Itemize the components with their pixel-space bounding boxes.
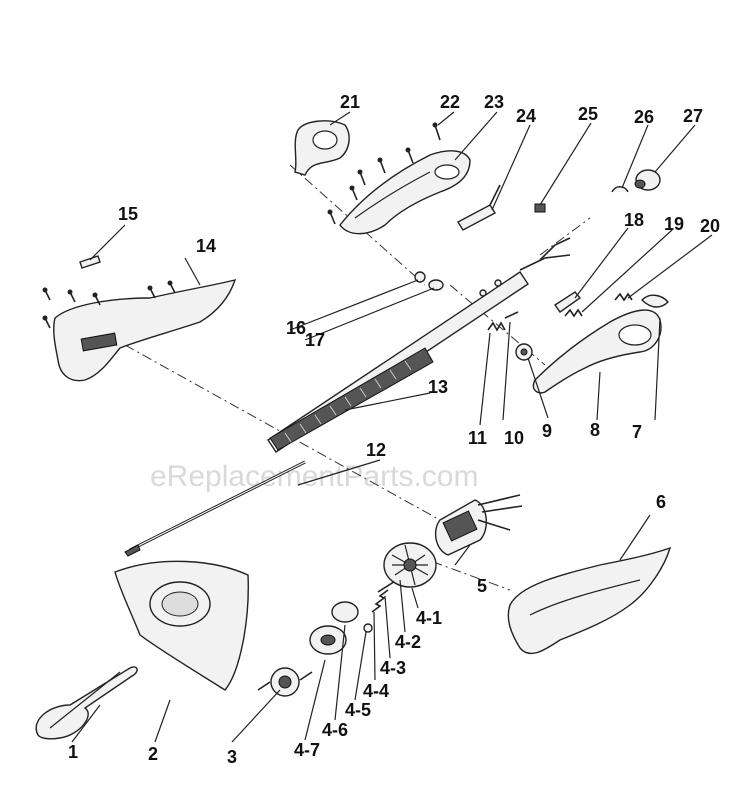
part-24-switch-plate [457, 184, 501, 231]
part-4-1-motor [434, 494, 523, 556]
part-1-wire-guard [35, 666, 138, 740]
part-16-washer [414, 271, 426, 283]
part-17-bushing [428, 279, 444, 291]
part-21-front-handle-clamp [294, 120, 350, 176]
part-13-tube [267, 271, 529, 453]
label-4-3: 4-3 [380, 658, 406, 678]
label-5: 5 [477, 576, 487, 596]
part-13-spring-section [269, 347, 434, 451]
label-12: 12 [366, 440, 386, 460]
label-15: 15 [118, 204, 138, 224]
part-2-blade-guard [114, 560, 249, 691]
part-20-spring [614, 292, 633, 302]
part-4-6-spool-base [331, 601, 359, 623]
label-14: 14 [196, 236, 216, 256]
label-11: 11 [468, 428, 487, 448]
label-13: 13 [428, 377, 448, 397]
part-4-4-spring [371, 589, 389, 613]
label-23: 23 [484, 92, 504, 112]
label-4-7: 4-7 [294, 740, 320, 760]
part-18-switch [554, 291, 582, 313]
label-6: 6 [656, 492, 666, 512]
label-22: 22 [440, 92, 460, 112]
label-4-6: 4-6 [322, 720, 348, 740]
housing-screws [42, 280, 176, 329]
label-7: 7 [632, 422, 642, 442]
part-6-motor-housing [507, 546, 672, 655]
part-11-spring [487, 321, 506, 332]
handle-screws [327, 122, 441, 225]
label-19: 19 [664, 214, 684, 234]
label-25: 25 [578, 104, 598, 124]
part-9-nut [515, 343, 533, 361]
label-4-2: 4-2 [395, 632, 421, 652]
part-labels: 1 2 3 4-7 4-6 4-5 4-4 4-3 4-2 4-1 5 6 7 … [68, 92, 720, 767]
part-10-screw [504, 311, 519, 319]
label-1: 1 [68, 742, 78, 762]
part-12-drive-shaft [124, 460, 306, 557]
part-25-screw [534, 203, 546, 213]
part-14-upper-housing [53, 279, 237, 382]
part-26-clip [611, 186, 629, 193]
label-9: 9 [542, 421, 552, 441]
label-8: 8 [590, 420, 600, 440]
part-3-spool-cap [257, 667, 313, 697]
label-10: 10 [504, 428, 524, 448]
part-27-knob [634, 169, 661, 191]
label-26: 26 [634, 107, 654, 127]
label-17: 17 [305, 330, 325, 350]
label-20: 20 [700, 216, 720, 236]
label-leader-lines [71, 111, 713, 743]
part-19-spring [564, 308, 583, 318]
part-4-5-washer [363, 623, 373, 633]
label-3: 3 [227, 747, 237, 767]
label-2: 2 [148, 744, 158, 764]
label-24: 24 [516, 106, 536, 126]
part-23-front-handle [339, 150, 471, 235]
label-4-5: 4-5 [345, 700, 371, 720]
part-8-rear-handle [532, 309, 662, 394]
label-4-1: 4-1 [416, 608, 442, 628]
label-4-4: 4-4 [363, 681, 389, 701]
label-27: 27 [683, 106, 703, 126]
watermark: eReplacementParts.com [150, 460, 478, 493]
label-16: 16 [286, 318, 306, 338]
wires [519, 237, 571, 271]
label-21: 21 [340, 92, 360, 112]
part-7-trigger [641, 294, 669, 308]
part-4-7-spool [309, 625, 347, 655]
part-4-2-fan [383, 542, 437, 588]
part-15-clip [79, 255, 101, 269]
label-18: 18 [624, 210, 644, 230]
